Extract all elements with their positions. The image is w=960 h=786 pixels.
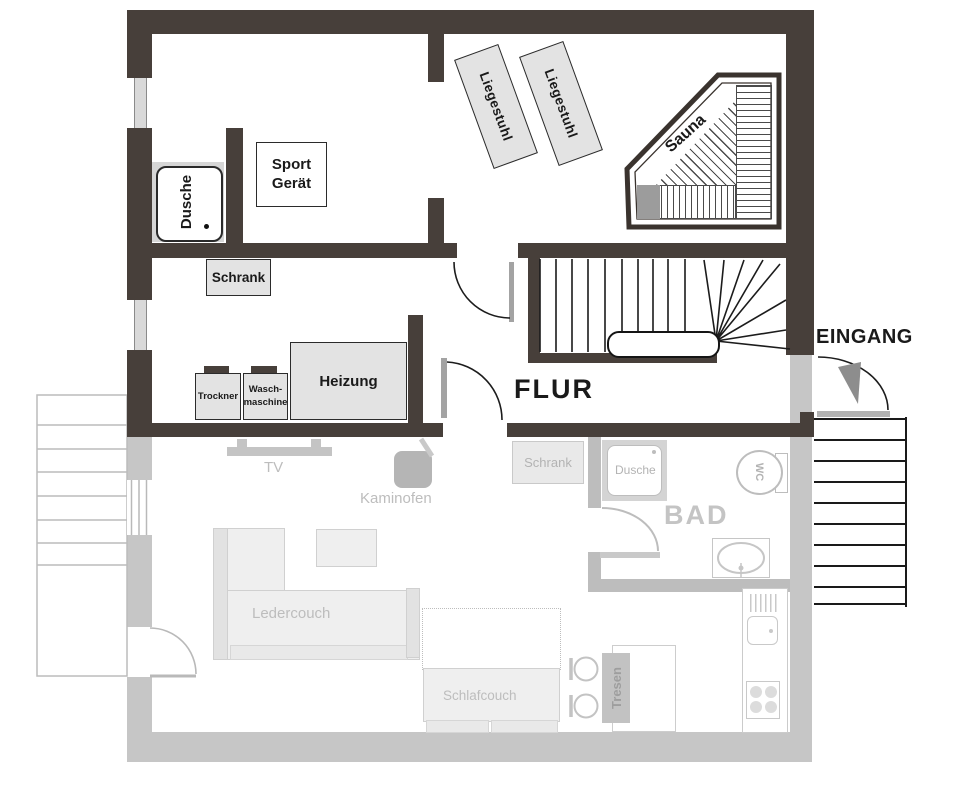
- wood-stove-label: Kaminofen: [360, 490, 432, 507]
- sleeper-couch: [423, 668, 560, 722]
- shower-drain: [204, 224, 209, 229]
- wall-stub-top: [428, 34, 444, 82]
- entrance-label: EINGANG: [816, 326, 913, 348]
- sauna-bench-right: [736, 85, 772, 219]
- washer-label-line2: maschine: [243, 396, 288, 408]
- exterior-stairs-left: [36, 394, 128, 677]
- tv: [227, 447, 332, 456]
- tv-label: TV: [264, 459, 284, 476]
- sauna-bench-bottom: [654, 185, 736, 219]
- wall-bottom-right: [507, 423, 814, 437]
- window-upper-2-glass: [134, 300, 147, 350]
- wall-top: [127, 10, 814, 34]
- washer-label-line1: Wasch-: [248, 384, 283, 396]
- leather-couch-seat-edge: [230, 645, 408, 660]
- bathroom-label: BAD: [664, 500, 729, 530]
- kitchen-faucet: [769, 629, 773, 633]
- faded-wall-left-1: [127, 437, 152, 480]
- tv-mount-left: [237, 439, 247, 448]
- door-arc-lower-left: [149, 627, 197, 675]
- kitchen-sink: [747, 616, 778, 645]
- bar: [602, 653, 630, 723]
- burner-2: [765, 686, 777, 698]
- wall-bottom-left: [127, 423, 443, 437]
- tv-mount-right: [311, 439, 321, 448]
- shower-tray: [156, 166, 223, 242]
- wall-stairs-bottom: [528, 353, 717, 363]
- hallway-label: FLUR: [514, 374, 594, 404]
- coffee-table: [316, 529, 377, 567]
- faded-wall-right: [790, 355, 812, 732]
- burner-4: [765, 701, 777, 713]
- shower-lower-label: Dusche: [615, 463, 656, 477]
- sink-counter: [712, 538, 770, 578]
- door-leaf-upper: [509, 262, 514, 322]
- dryer: Trockner: [195, 373, 241, 420]
- bad-wall-2: [588, 552, 601, 585]
- faded-wall-bottom: [127, 732, 812, 762]
- wall-stub-mid: [428, 198, 444, 243]
- wall-stairs-top: [518, 243, 786, 258]
- wall-left-1: [127, 10, 152, 78]
- sport-equipment: Sport Gerät: [256, 142, 327, 207]
- wc-label: WC: [753, 462, 765, 482]
- sleeper-couch-cushion-2: [491, 720, 558, 733]
- wc-bowl: [736, 450, 783, 495]
- stairs-handrail: [607, 331, 720, 358]
- faded-window: [127, 480, 152, 535]
- dryer-hose: [204, 366, 229, 374]
- bad-wall-1: [588, 437, 601, 508]
- wall-horizontal-left: [127, 243, 457, 258]
- door-arc-upper: [453, 261, 511, 319]
- sleeper-couch-label: Schlafcouch: [443, 688, 517, 703]
- washing-machine: Wasch- maschine: [243, 373, 288, 420]
- shower-lower-drain: [652, 450, 656, 454]
- wardrobe-upper: Schrank: [206, 259, 271, 296]
- door-leaf-flur: [441, 358, 447, 418]
- faded-wall-left-2: [127, 535, 152, 627]
- leather-couch-label: Ledercouch: [252, 605, 331, 622]
- leather-couch-armrest: [406, 588, 420, 658]
- door-arc-flur: [446, 361, 503, 421]
- wall-stairs-left: [528, 258, 540, 358]
- door-arc-bathroom: [601, 507, 659, 552]
- washer-hose: [251, 366, 277, 374]
- wall-right: [786, 10, 814, 355]
- sauna-heater: [637, 185, 660, 219]
- sleeper-couch-foldout: [422, 608, 561, 670]
- window-upper-1-glass: [134, 78, 147, 128]
- bar-stool-1: [573, 656, 599, 682]
- wall-left-2: [127, 128, 152, 300]
- shower-label: Dusche: [177, 174, 195, 230]
- bad-door-leaf: [600, 552, 660, 558]
- wall-entry-step: [800, 412, 814, 423]
- bad-wall-bottom: [588, 579, 790, 592]
- wood-stove: [394, 451, 432, 488]
- wall-left-3: [127, 350, 152, 437]
- bar-stool-2: [573, 693, 599, 719]
- sport-label-line1: Sport: [271, 155, 312, 173]
- exterior-stairs-right: [814, 417, 907, 607]
- entrance-door-leaf: [838, 362, 861, 404]
- burner-3: [750, 701, 762, 713]
- burner-1: [750, 686, 762, 698]
- dish-rack: [750, 594, 778, 612]
- bar-label: Tresen: [608, 667, 624, 709]
- sport-label-line2: Gerät: [271, 174, 312, 192]
- wardrobe-lower: Schrank: [512, 441, 584, 484]
- wall-heizung-right: [408, 315, 423, 437]
- door-arc-entrance: [817, 356, 889, 411]
- wall-dusche-right: [226, 128, 243, 258]
- entry-threshold: [817, 411, 890, 417]
- heater-unit: Heizung: [290, 342, 407, 420]
- sleeper-couch-cushion-1: [426, 720, 489, 733]
- leather-couch-back-left: [213, 528, 228, 660]
